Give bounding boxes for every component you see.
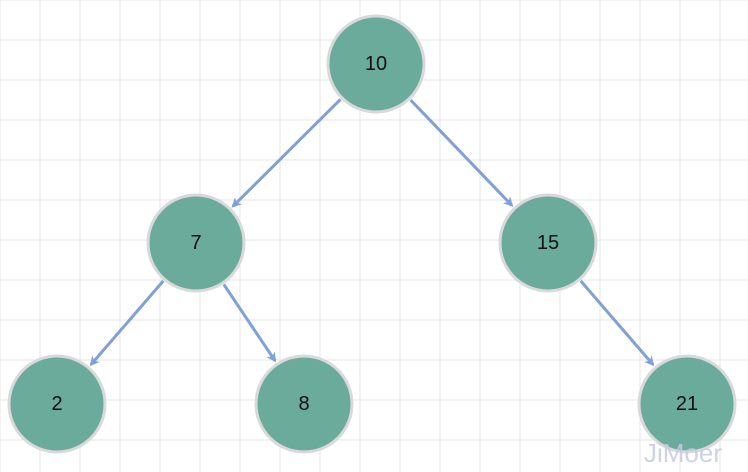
node-label: 8 bbox=[298, 393, 309, 415]
tree-node-15: 15 bbox=[498, 193, 598, 293]
node-circle bbox=[326, 14, 426, 114]
tree-node-7: 7 bbox=[146, 193, 246, 293]
edges bbox=[89, 98, 655, 367]
node-circle bbox=[498, 193, 598, 293]
node-circle bbox=[7, 354, 107, 454]
node-label: 21 bbox=[676, 393, 698, 415]
nodes: 10 7 15 2 8 21 bbox=[7, 14, 737, 454]
watermark-text: JiMoer bbox=[644, 438, 722, 468]
tree-node-2: 2 bbox=[7, 354, 107, 454]
node-circle bbox=[254, 354, 354, 454]
node-circle bbox=[146, 193, 246, 293]
tree-node-8: 8 bbox=[254, 354, 354, 454]
edge-n15-n21 bbox=[579, 279, 655, 367]
node-label: 10 bbox=[365, 53, 387, 75]
node-label: 15 bbox=[537, 232, 559, 254]
edge-n10-n7 bbox=[231, 98, 342, 208]
tree-node-10: 10 bbox=[326, 14, 426, 114]
edge-n7-n8 bbox=[222, 283, 277, 363]
tree-node-21: 21 bbox=[637, 354, 737, 454]
node-label: 7 bbox=[190, 232, 201, 254]
node-label: 2 bbox=[51, 393, 62, 415]
node-circle bbox=[637, 354, 737, 454]
edge-n7-n2 bbox=[89, 279, 165, 367]
edge-n10-n15 bbox=[409, 99, 514, 207]
